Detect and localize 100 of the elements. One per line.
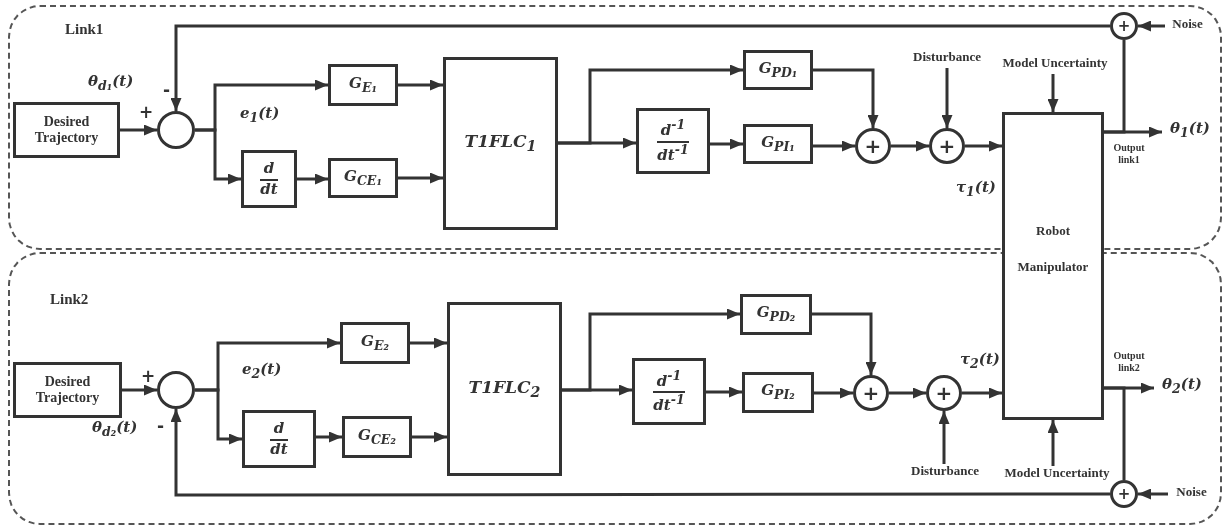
- block-box: [447, 302, 562, 476]
- signal-label: e$_{1}$(t): [240, 104, 280, 125]
- arrow: [297, 173, 328, 185]
- sign-label: +: [139, 102, 154, 122]
- plus-sign: +: [862, 383, 880, 403]
- arrow: [889, 387, 926, 399]
- input-label: Model Uncertainty: [996, 56, 1114, 74]
- arrow: [706, 386, 742, 398]
- plus-sign: +: [1117, 18, 1131, 34]
- fraction-term: d: [259, 160, 279, 181]
- sign-label: +: [141, 366, 156, 386]
- operator-box: [242, 410, 316, 468]
- fraction-term: dt: [270, 440, 288, 458]
- block-label: Desired Trajectory: [33, 113, 100, 147]
- fraction-term: dt$^{-1}$: [653, 393, 685, 415]
- arrow: [316, 431, 342, 443]
- arrow: [558, 137, 636, 149]
- summing-junction: [1110, 12, 1138, 40]
- input-label: Disturbance: [898, 50, 996, 68]
- block-label: G$_{PD₁}$: [758, 59, 798, 81]
- signal-label: τ$_{1}$(t): [956, 178, 996, 199]
- signal-label: θ$_{d₂}$(t): [92, 418, 138, 439]
- block-box: [443, 57, 558, 230]
- arrow: [710, 138, 743, 150]
- arrow: [120, 124, 157, 136]
- input-label: Noise: [1168, 485, 1215, 503]
- block-label: G$_{PD₂}$: [756, 304, 796, 325]
- block-box: [743, 50, 813, 90]
- block-box: [740, 294, 812, 335]
- arrow: [170, 409, 1110, 497]
- summing-junction: [929, 128, 965, 164]
- arrow: [814, 387, 853, 399]
- block-box: [743, 124, 813, 164]
- arrow: [891, 140, 929, 152]
- arrow: [813, 140, 855, 152]
- fraction-term: d: [269, 420, 289, 441]
- plus-sign: +: [935, 383, 953, 403]
- arrow: [1047, 74, 1059, 112]
- signal-label: e$_{2}$(t): [242, 360, 282, 381]
- operator-box: [241, 150, 297, 208]
- arrow: [938, 411, 950, 464]
- block-label: G$_{E₁}$: [349, 74, 377, 96]
- output-label: Output link1: [1112, 142, 1146, 166]
- group-title: Link2: [50, 291, 89, 309]
- block-label: G$_{CE₂}$: [358, 426, 396, 448]
- block-label: T1FLC$_{1}$: [464, 132, 537, 155]
- operator-box: [632, 358, 706, 425]
- fraction-term: d$^{-1}$: [656, 118, 690, 143]
- summing-junction: [1110, 480, 1138, 508]
- fraction-term: dt$^{-1}$: [657, 142, 689, 164]
- summing-junction: [855, 128, 891, 164]
- arrow: [195, 388, 242, 445]
- arrow: [812, 312, 877, 375]
- arrow: [562, 384, 632, 396]
- plus-sign: +: [864, 136, 882, 156]
- block-label: G$_{CE₁}$: [344, 167, 382, 189]
- block-box: [328, 64, 398, 106]
- plus-sign: +: [1117, 486, 1131, 502]
- arrow: [965, 140, 1002, 152]
- operator-box: [636, 108, 710, 174]
- input-label: Model Uncertainty: [996, 466, 1118, 484]
- block-label: G$_{PI₁}$: [761, 133, 795, 155]
- arrow: [398, 172, 443, 184]
- signal-label: θ$_{d₁}$(t): [88, 72, 134, 93]
- arrow: [195, 128, 241, 185]
- plus-sign: +: [938, 136, 956, 156]
- input-label: Noise: [1165, 17, 1210, 35]
- signal-label: τ$_{2}$(t): [960, 350, 1000, 371]
- input-label: θ$_{2}$(t): [1154, 376, 1210, 400]
- arrow: [813, 68, 879, 128]
- block-label: Robot Manipulator: [1016, 222, 1090, 276]
- summing-junction: [157, 371, 195, 409]
- arrow: [1138, 488, 1168, 500]
- arrow: [412, 431, 447, 443]
- sign-label: -: [157, 416, 165, 436]
- block-box: [13, 102, 120, 158]
- arrow: [1138, 20, 1165, 32]
- connector-line: [1104, 386, 1126, 480]
- group-title: Link1: [65, 21, 104, 39]
- summing-junction: [157, 111, 195, 149]
- arrow: [941, 68, 953, 128]
- arrow: [1047, 420, 1059, 466]
- fraction-term: dt: [260, 180, 278, 198]
- summing-junction: [853, 375, 889, 411]
- arrow: [170, 24, 1110, 111]
- plant-box: [1002, 112, 1104, 420]
- arrow: [410, 337, 447, 349]
- block-box: [340, 322, 410, 364]
- block-box: [742, 372, 814, 413]
- block-label: G$_{E₂}$: [361, 332, 389, 354]
- block-label: T1FLC$_{2}$: [468, 377, 541, 401]
- arrow: [122, 384, 157, 396]
- block-label: Desired Trajectory: [34, 373, 101, 407]
- arrow: [398, 79, 443, 91]
- sign-label: -: [163, 80, 171, 100]
- block-label: G$_{PI₂}$: [761, 382, 795, 403]
- input-label: θ$_{1}$(t): [1162, 120, 1218, 144]
- input-label: Disturbance: [896, 464, 994, 482]
- fraction-term: d$^{-1}$: [652, 368, 686, 393]
- connector-line: [1104, 40, 1126, 134]
